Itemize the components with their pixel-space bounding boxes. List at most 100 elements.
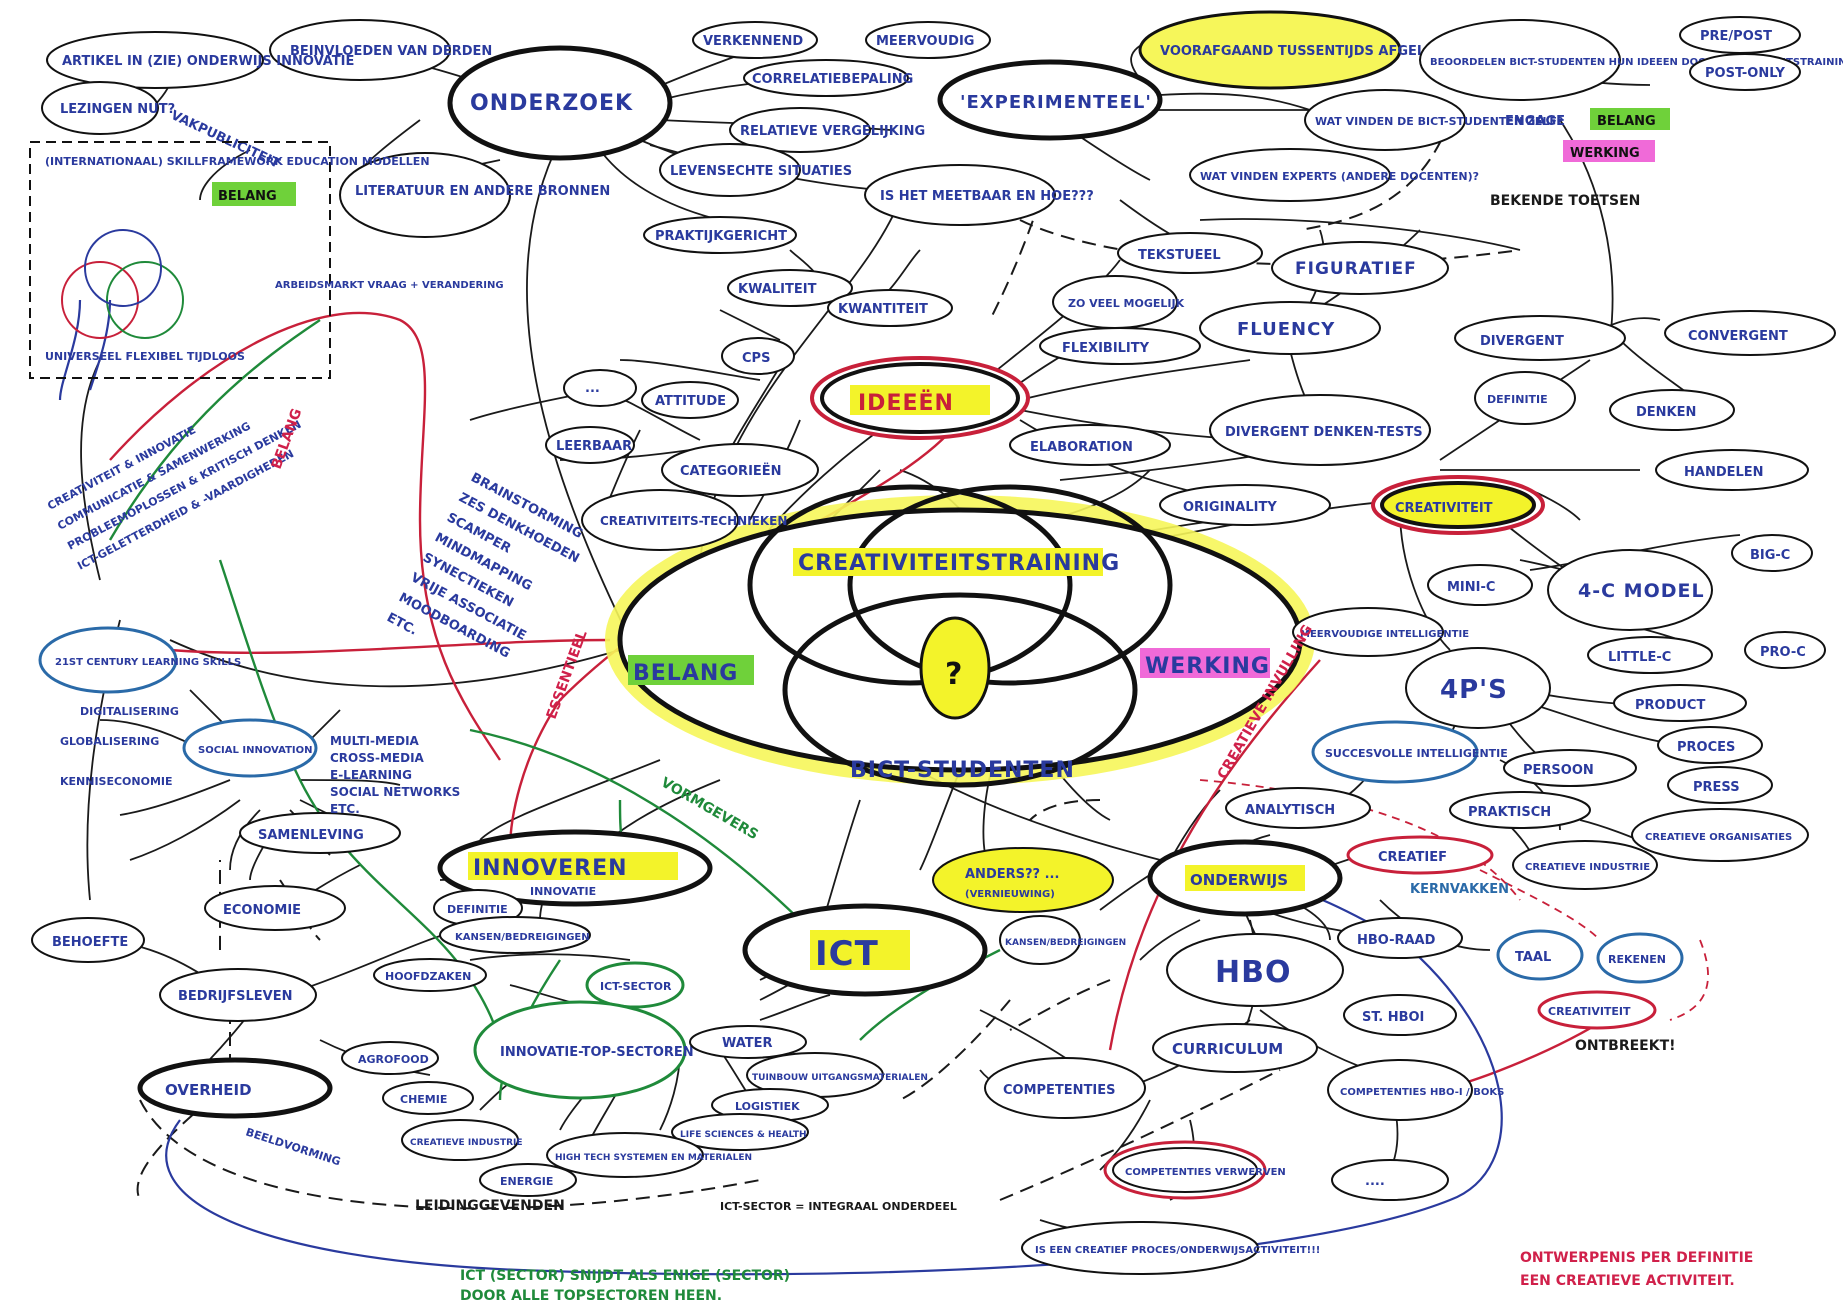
node-creatief[interactable]: CREATIEF [1346, 835, 1494, 875]
node-praktijkgericht[interactable]: PRAKTIJKGERICHT [643, 216, 797, 254]
node-water[interactable]: WATER [689, 1025, 807, 1059]
node-persoon[interactable]: PERSOON [1503, 749, 1637, 787]
node-kansen[interactable]: KANSEN/BEDREIGINGEN [999, 915, 1126, 965]
node-experts[interactable]: WAT VINDEN EXPERTS (ANDERE DOCENTEN)? [1189, 148, 1479, 202]
node-hoofdzaken[interactable]: HOOFDZAKEN [373, 958, 487, 992]
node-social-innovation[interactable]: SOCIAL INNOVATION [182, 718, 318, 778]
node-technieken[interactable]: CREATIVITEITS-TECHNIEKEN [581, 489, 787, 551]
node-categorieen[interactable]: CATEGORIEËN [661, 443, 819, 497]
node-hbo[interactable]: HBO [1166, 933, 1344, 1007]
node-ict[interactable]: ICT [742, 903, 988, 997]
node-leerbaar[interactable]: LEERBAAR [545, 426, 635, 464]
node-little-c[interactable]: LITTLE-C [1587, 636, 1713, 674]
node-dots1[interactable]: ... [563, 369, 637, 407]
node-proces[interactable]: PROCES [1657, 726, 1763, 764]
node-4ps[interactable]: 4P'S [1405, 647, 1551, 729]
node-post-only[interactable]: POST-ONLY [1689, 53, 1801, 91]
node-definitie[interactable]: DEFINITIE [1474, 371, 1576, 425]
node-literatuur[interactable]: LITERATUUR EN ANDERE BRONNEN [339, 152, 610, 238]
node-topsectoren[interactable]: INNOVATIE-TOP-SECTOREN [473, 1000, 694, 1100]
node-levensechte[interactable]: LEVENSECHTE SITUATIES [659, 143, 852, 197]
node-attitude[interactable]: ATTITUDE [641, 381, 739, 419]
node-wat-vinden[interactable]: WAT VINDEN DE BICT-STUDENTEN ZELF? [1304, 89, 1563, 151]
node-dots2[interactable]: .... [1331, 1159, 1449, 1201]
node-onderzoek[interactable]: ONDERZOEK [447, 45, 673, 161]
node-divergent-tests[interactable]: DIVERGENT DENKEN-TESTS [1209, 394, 1431, 466]
node-anders[interactable]: ANDERS?? ... (VERNIEUWING) [932, 847, 1114, 913]
node-creatieve-ind[interactable]: CREATIEVE INDUSTRIE [1512, 840, 1658, 890]
node-correlatie[interactable]: CORRELATIEBEPALING [743, 59, 913, 97]
node-kwantiteit[interactable]: KWANTITEIT [827, 289, 953, 327]
node-innoveren[interactable]: INNOVEREN INNOVATIE [437, 829, 713, 907]
node-praktisch[interactable]: PRAKTISCH [1449, 791, 1591, 829]
node-tekstueel[interactable]: TEKSTUEEL [1117, 232, 1263, 274]
node-elaboration[interactable]: ELABORATION [1009, 424, 1171, 466]
node-economie[interactable]: ECONOMIE [204, 885, 346, 931]
node-hightech[interactable]: HIGH TECH SYSTEMEN EN MATERIALEN [546, 1132, 752, 1178]
node-product[interactable]: PRODUCT [1613, 684, 1747, 722]
node-meervoudig[interactable]: MEERVOUDIG [865, 21, 991, 59]
node-artikel[interactable]: ARTIKEL IN (ZIE) ONDERWIJS INNOVATIE [46, 31, 354, 89]
node-tuinbouw[interactable]: TUINBOUW UITGANGSMATERIALEN [746, 1052, 928, 1098]
node-divergent[interactable]: DIVERGENT [1454, 315, 1626, 361]
node-mini-c[interactable]: MINI-C [1427, 564, 1533, 606]
node-zo-veel[interactable]: ZO VEEL MOGELIJK [1052, 275, 1185, 329]
node-hbo-raad[interactable]: HBO-RAAD [1337, 917, 1463, 959]
node-succesvolle[interactable]: SUCCESVOLLE INTELLIGENTIE [1311, 720, 1508, 784]
node-originality[interactable]: ORIGINALITY [1159, 484, 1331, 526]
node-taal[interactable]: TAAL [1496, 929, 1584, 981]
node-energie[interactable]: ENERGIE [479, 1163, 577, 1197]
node-analytisch[interactable]: ANALYTISCH [1225, 787, 1371, 829]
node-cps[interactable]: CPS [721, 337, 795, 375]
node-kansen2[interactable]: KANSEN/BEDREIGINGEN [439, 916, 591, 954]
skillframework-box[interactable]: (INTERNATIONAAL) SKILLFRAMEWORK EDUCATIO… [29, 141, 430, 379]
node-onderwijs[interactable]: ONDERWIJS [1147, 839, 1343, 917]
node-creativiteit2[interactable]: CREATIVITEIT [1537, 990, 1657, 1030]
node-st-hboi[interactable]: ST. HBOI [1343, 994, 1457, 1036]
node-competenties-hbo[interactable]: COMPETENTIES HBO-I / BOKS [1327, 1059, 1504, 1121]
node-overheid[interactable]: OVERHEID [137, 1057, 333, 1119]
node-pre-post[interactable]: PRE/POST [1679, 16, 1801, 54]
node-competenties[interactable]: COMPETENTIES [984, 1057, 1146, 1119]
node-denken[interactable]: DENKEN [1609, 389, 1735, 431]
node-meetbaar[interactable]: IS HET MEETBAAR EN HOE??? [864, 164, 1094, 226]
node-curriculum[interactable]: CURRICULUM [1152, 1023, 1318, 1073]
node-ideeen[interactable]: IDEEËN [810, 356, 1030, 440]
node-handelen[interactable]: HANDELEN [1655, 449, 1809, 491]
node-creativiteit[interactable]: CREATIVITEIT [1371, 475, 1545, 535]
node-lezingen[interactable]: LEZINGEN NUT? [41, 81, 175, 135]
node-chemie[interactable]: CHEMIE [382, 1081, 474, 1115]
node-bedrijfsleven[interactable]: BEDRIJFSLEVEN [159, 968, 317, 1022]
node-agrofood[interactable]: AGROFOOD [341, 1041, 439, 1075]
node-meervoudige[interactable]: MEERVOUDIGE INTELLIGENTIE [1292, 607, 1469, 657]
node-big-c[interactable]: BIG-C [1731, 534, 1813, 572]
node-beoordelen[interactable]: BEOORDELEN BICT-STUDENTEN HUN IDEEEN DOO… [1419, 19, 1843, 101]
node-fluency[interactable]: FLUENCY [1199, 301, 1381, 355]
node-verkennend[interactable]: VERKENNEND [692, 21, 818, 59]
node-21st-century[interactable]: 21ST CENTURY LEARNING SKILLS [38, 626, 241, 694]
node-experimenteel[interactable]: 'EXPERIMENTEEL' [937, 59, 1163, 141]
node-flexibility[interactable]: FLEXIBILITY [1039, 327, 1201, 365]
node-voorafgaand[interactable]: VOORAFGAAND TUSSENTIJDS AFGELOPEN [1138, 10, 1465, 90]
node-ict-sector[interactable]: ICT-SECTOR [585, 961, 685, 1009]
label-multimedia: MULTI-MEDIA [330, 734, 420, 748]
node-creatieve-org[interactable]: CREATIEVE ORGANISATIES [1631, 808, 1809, 862]
node-figuratief[interactable]: FIGURATIEF [1271, 241, 1449, 295]
node-4c-model[interactable]: 4-C MODEL [1547, 549, 1713, 631]
node-relatieve[interactable]: RELATIEVE VERGELIJKING [729, 107, 925, 153]
label-crossmedia: CROSS-MEDIA [330, 751, 425, 765]
node-life-sciences[interactable]: LIFE SCIENCES & HEALTH [671, 1113, 809, 1151]
node-press[interactable]: PRESS [1667, 766, 1773, 804]
node-rekenen[interactable]: REKENEN [1596, 932, 1684, 984]
node-pro-c[interactable]: PRO-C [1744, 631, 1826, 669]
node-convergent[interactable]: CONVERGENT [1664, 310, 1836, 356]
node-kwaliteit[interactable]: KWALITEIT [727, 269, 853, 307]
node-behoefte[interactable]: BEHOEFTE [31, 917, 145, 963]
node-beinvloeden[interactable]: BEINVLOEDEN VAN DERDEN [269, 19, 492, 81]
node-verwerven[interactable]: COMPETENTIES VERWERVEN [1103, 1140, 1286, 1200]
center-bottom-label: BICT-STUDENTEN [850, 758, 1075, 783]
node-logistiek[interactable]: LOGISTIEK [711, 1088, 829, 1122]
node-proces-note[interactable]: IS EEN CREATIEF PROCES/ONDERWIJSACTIVITE… [1021, 1221, 1320, 1275]
node-samenleving[interactable]: SAMENLEVING [239, 812, 401, 854]
node-creatieve-ind2[interactable]: CREATIEVE INDUSTRIE [401, 1119, 523, 1161]
